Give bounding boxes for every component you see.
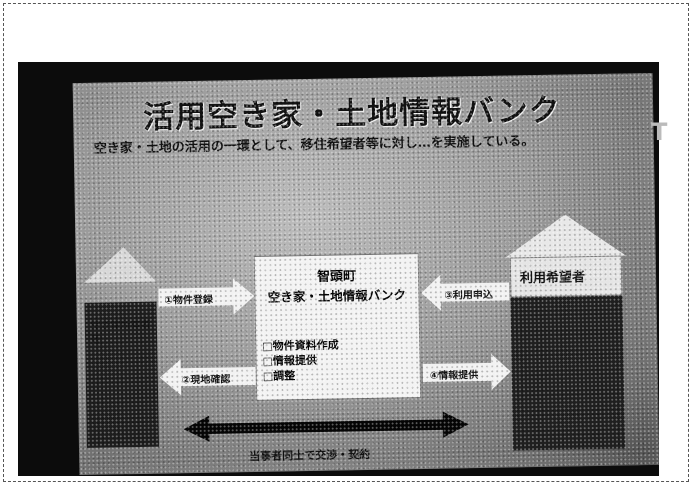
owner-label: 空き家所有者等	[90, 319, 151, 346]
owner-house: 空き家所有者等	[83, 246, 159, 448]
slide-title: 活用空き家・土地情報バンク	[142, 92, 562, 136]
inspect-label: ②現地確認	[181, 374, 231, 387]
task-list: □物件資料作成 □情報提供 □調整	[262, 337, 339, 383]
task-item: □調整	[262, 369, 296, 383]
provide-info-label: ④情報提供	[429, 370, 479, 382]
bank-name: 空き家・土地情報バンク	[267, 287, 407, 305]
user-house: 利用希望者	[505, 213, 629, 451]
task-item: □物件資料作成	[262, 338, 339, 353]
apply-label: ③利用申込	[444, 289, 493, 302]
user-label: 利用希望者	[519, 270, 586, 287]
user-house-body	[510, 295, 626, 451]
edge-glyph: T	[651, 118, 668, 146]
town-name: 智頭町	[316, 269, 357, 285]
presentation-slide: 活用空き家・土地情報バンク 空き家・土地の活用の一環として、移住希望者等に対し……	[72, 72, 659, 476]
negotiation-arrow	[183, 411, 468, 442]
info-bank-box: 智頭町 空き家・土地情報バンク □物件資料作成 □情報提供 □調整	[253, 253, 422, 401]
slide-photo: 活用空き家・土地情報バンク 空き家・土地の活用の一環として、移住希望者等に対し……	[18, 62, 659, 476]
negotiation-label: 当事者同士で交渉・契約	[249, 447, 371, 464]
user-house-roof	[505, 213, 626, 258]
owner-house-roof	[83, 246, 157, 283]
page-frame	[3, 3, 689, 482]
register-label: ①物件登録	[164, 294, 213, 307]
task-item: □情報提供	[262, 353, 318, 368]
